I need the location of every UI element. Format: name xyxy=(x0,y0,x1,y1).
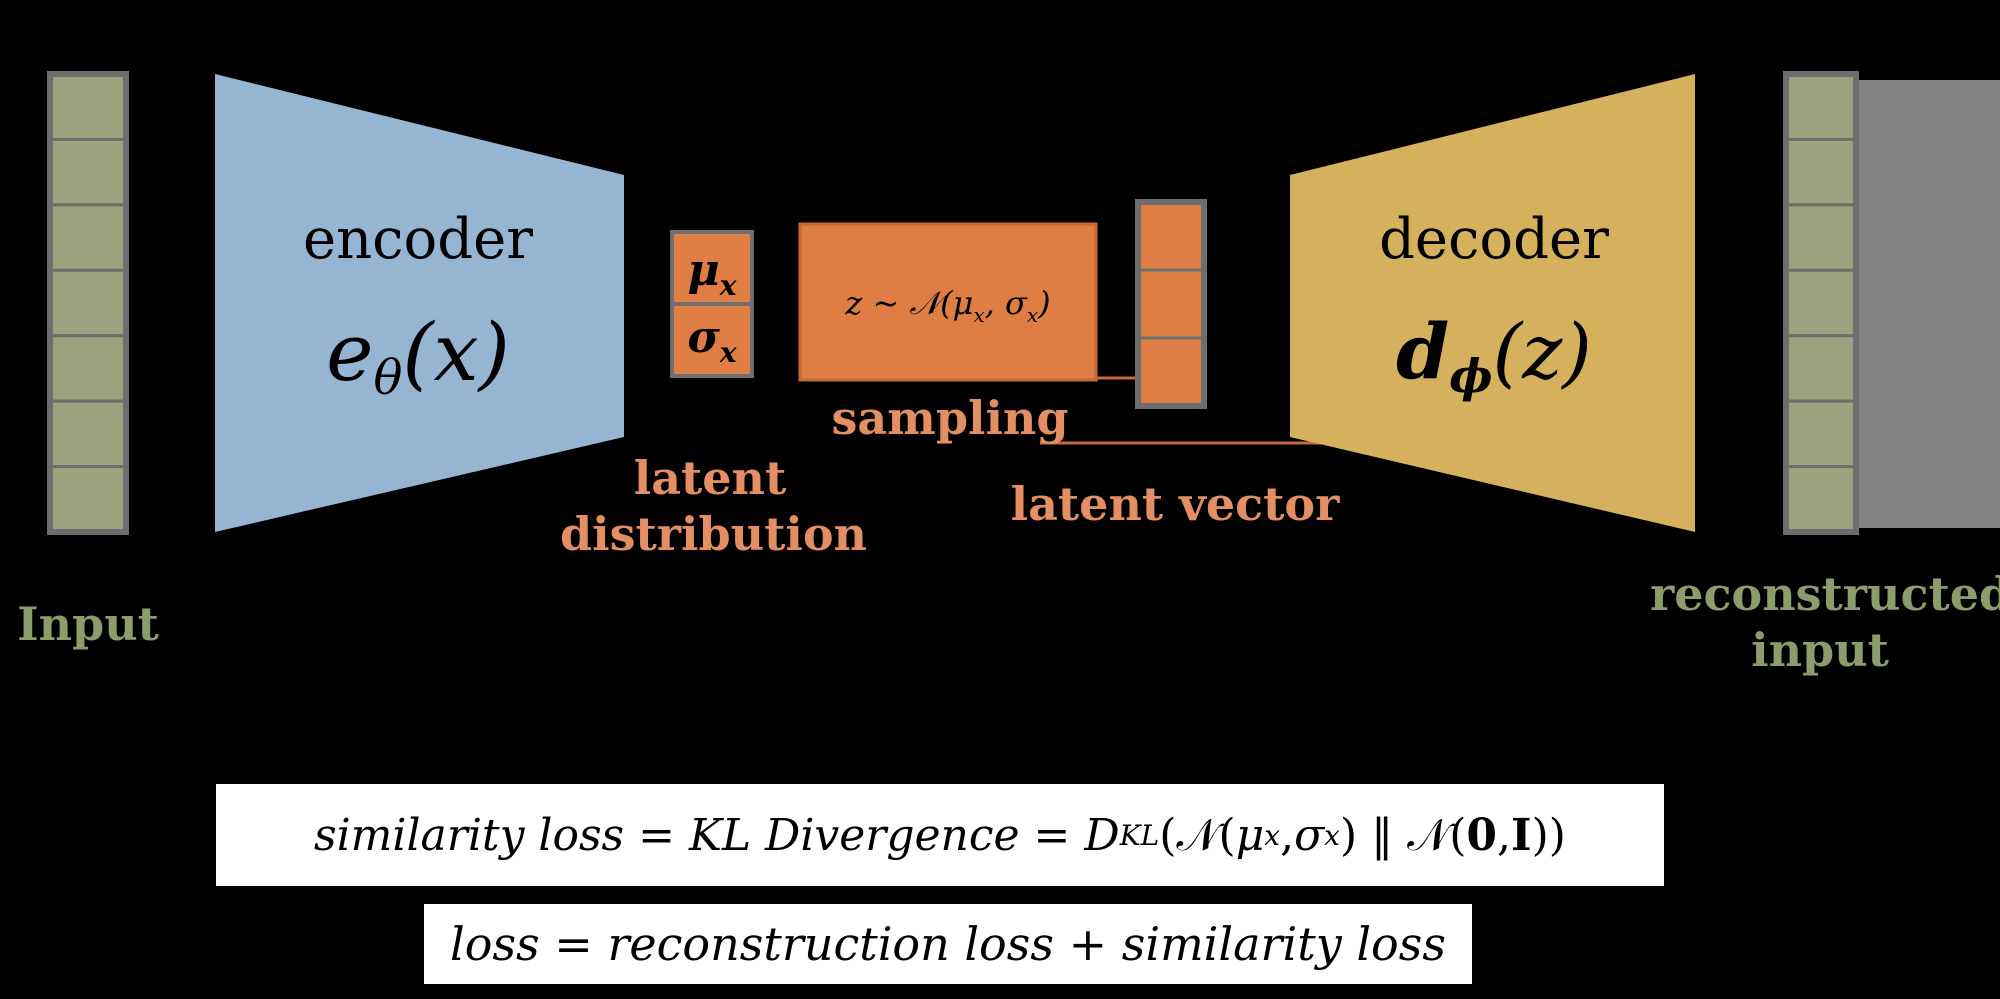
latent-distribution-label: latent distribution xyxy=(560,450,867,562)
input-vector-cell xyxy=(48,137,128,207)
decoder-block xyxy=(1290,74,1695,532)
latent-distribution-box: μx σx xyxy=(670,230,754,378)
latent-vector-cell xyxy=(1136,268,1206,340)
sampling-box: z ~ 𝒩(μx, σx) xyxy=(798,222,1098,382)
output-vector-cell xyxy=(1784,334,1858,403)
sampling-formula: z ~ 𝒩(μx, σx) xyxy=(844,284,1050,327)
input-vector-cell xyxy=(48,72,128,141)
decoder-title: decoder xyxy=(1379,207,1609,272)
sampling-label: sampling xyxy=(831,391,1069,445)
input-vector xyxy=(47,71,129,535)
input-label: Input xyxy=(17,597,159,651)
latent-vector-cell xyxy=(1136,336,1206,408)
input-vector-cell xyxy=(48,268,128,338)
latent-vector-cell xyxy=(1136,200,1206,272)
input-vector-cell xyxy=(48,334,128,403)
input-vector-cell xyxy=(48,203,128,272)
reconstructed-input-label: reconstructed input xyxy=(1650,566,2000,678)
input-vector-outline xyxy=(47,71,129,535)
output-vector-cell xyxy=(1784,399,1858,469)
encoder-block xyxy=(215,74,624,532)
output-vector xyxy=(1783,71,1859,535)
output-vector-cell xyxy=(1784,465,1858,534)
encoder-formula: eθ(x) xyxy=(326,306,510,406)
latent-vector-outline xyxy=(1135,199,1207,409)
input-vector-cell xyxy=(48,399,128,469)
latent-distribution-label-line1: latent xyxy=(633,451,787,505)
input-vector-cell xyxy=(48,465,128,534)
latent-vector-label: latent vector xyxy=(1010,477,1340,531)
output-vector-cell xyxy=(1784,203,1858,272)
grey-panel xyxy=(1852,80,2000,528)
mu-symbol: μx xyxy=(688,245,737,302)
latent-vector xyxy=(1135,199,1207,409)
reconstructed-input-label-line2: input xyxy=(1751,623,1889,677)
output-vector-cell xyxy=(1784,72,1858,141)
output-vector-cell xyxy=(1784,268,1858,338)
sigma-symbol: σx xyxy=(687,312,736,369)
output-vector-outline xyxy=(1783,71,1859,535)
reconstructed-input-label-line1: reconstructed xyxy=(1650,567,2000,621)
output-vector-cell xyxy=(1784,137,1858,207)
encoder-title: encoder xyxy=(303,207,533,272)
total-loss-formula: loss = reconstruction loss + similarity … xyxy=(424,904,1472,984)
latent-distribution-label-line2: distribution xyxy=(560,507,867,561)
decoder-formula: dϕ(z) xyxy=(1396,307,1592,403)
